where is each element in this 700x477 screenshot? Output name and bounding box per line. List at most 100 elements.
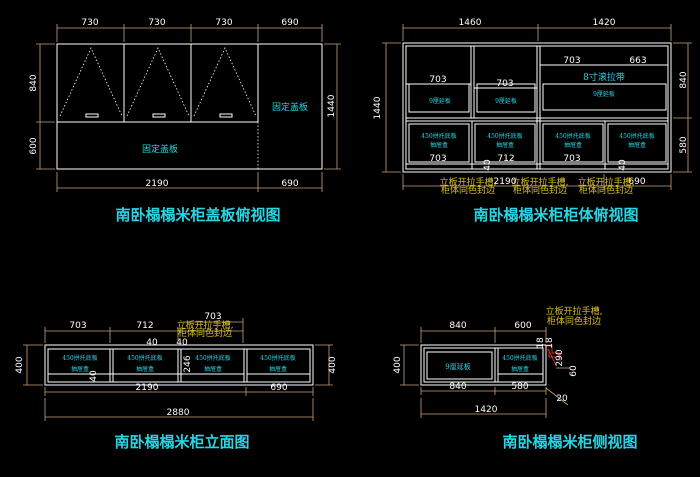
panel-label: 450拼托底板 [502,354,537,362]
label-fixed-cover-bottom: 固定盖板 [142,143,178,155]
small-dim: 246 [183,355,193,372]
note: 立板开拉手槽, [177,319,234,331]
elevation-outline [44,344,314,386]
panel-label: 抽屉盒 [269,365,287,373]
panel-label: 450拼托底板 [555,132,590,140]
panel-label: 抽屉盒 [204,365,222,373]
dim-label: 580 [679,136,689,153]
panel-label: 抽屉盒 [628,141,646,149]
panel-label: 450拼托底板 [619,132,654,140]
panel-label: 抽屉盒 [430,141,448,149]
small-dim: 18 [536,337,546,349]
small-dim: 20 [556,394,568,404]
cabinet-outline [402,42,672,173]
note: 立板开拉手槽, [578,176,635,188]
panel-label: 450拼托底板 [195,354,230,362]
handle-icon [219,113,233,118]
inner-dim: 663 [629,56,646,66]
drawer-box [408,123,470,163]
panel-label: 9厘延板 [445,362,470,371]
view-title: 南卧榻榻米柜侧视图 [502,433,637,451]
handle-icon [152,113,166,118]
inner-dim: 703 [563,154,580,164]
panel-label: 抽屉盒 [71,365,89,373]
dim-label: 730 [81,18,98,28]
dim-label: 1420 [475,405,498,415]
dim-label: 690 [628,177,645,187]
leader-line [545,387,569,406]
small-dim: 18 [545,337,555,349]
panel-label: 450拼托底板 [487,132,522,140]
board-box [542,83,667,111]
handle-icon [85,113,99,118]
top-left-view: 730 730 730 690 2190 690 840 600 1440 固定… [29,18,341,224]
dim-label: 1440 [373,96,383,119]
note: 立板开拉手槽, [512,176,569,188]
note: 柜体同色封边 [513,184,567,196]
dim-label: 600 [29,137,39,154]
dim-label: 600 [514,321,531,331]
dim-label: 703 [204,312,221,322]
note: 柜体同色封边 [579,184,633,196]
dim-label: 400 [393,356,403,373]
small-dim: 40 [146,338,158,348]
note: 柜体同色封边 [178,327,232,339]
dim-label: 2880 [167,408,190,418]
drawer-box [474,123,536,163]
note: 立板开拉手槽, [546,305,603,317]
inner-dim: 703 [429,75,446,85]
panel-label: 450拼托底板 [260,354,295,362]
dim-label: 1460 [459,18,482,28]
drawer-box [607,123,667,163]
panel-label: 抽屉盒 [511,365,529,373]
panel-label: 9厘延板 [495,97,517,105]
dim-label: 400 [328,356,338,373]
view-title: 南卧榻榻米柜盖板俯视图 [115,206,280,224]
panel-label: 9厘延板 [429,97,451,105]
dim-label: 690 [270,383,287,393]
panel-label: 450拼托底板 [62,354,97,362]
inner-dim: 703 [563,56,580,66]
drawer-box [542,123,604,163]
inner-dim: 703 [429,154,446,164]
dim-label: 2190 [494,177,517,187]
view-title: 南卧榻榻米柜柜体俯视图 [473,206,638,224]
dim-label: 703 [69,321,86,331]
dim-label: 840 [449,382,466,392]
handle-slot-detail [546,344,561,362]
note: 立板开拉手槽, [440,176,497,188]
small-dim: 40 [89,370,99,382]
panel-label: 450拼托底板 [127,354,162,362]
panel-label: 抽屉盒 [496,141,514,149]
dim-label: 840 [449,321,466,331]
dim-label: 712 [136,321,153,331]
dim-label: 400 [15,356,25,373]
panel-label: 8寸滚拉带 [583,71,625,83]
small-dim: 40 [176,338,188,348]
small-dim: 290 [555,349,565,366]
lift-triangle [126,47,190,117]
note: 柜体同色封边 [547,315,601,327]
note: 柜体同色封边 [441,184,495,196]
lift-triangle [193,47,257,117]
label-fixed-cover-right: 固定盖板 [272,101,308,113]
dim-label: 840 [29,74,39,91]
bottom-left-view: 450拼托底板 抽屉盒 450拼托底板 抽屉盒 450拼托底板 抽屉盒 450拼… [15,312,338,451]
cover-outline [56,43,323,170]
dim-label: 1440 [327,94,337,117]
inner-dim: 712 [497,154,514,164]
panel-label: 450拼托底板 [421,132,456,140]
side-outline [420,344,547,386]
panel-label: 抽屉盒 [564,141,582,149]
inner-dim: 40 [618,159,628,171]
inner-dim: 703 [496,79,513,89]
dim-label: 730 [215,18,232,28]
lift-triangle [59,47,123,117]
dim-label: 580 [511,382,528,392]
top-right-view: 703 703 703 663 703 712 703 40 40 9厘延板 9… [373,18,692,224]
dim-label: 690 [281,179,298,189]
board-box [426,351,493,380]
dim-label: 730 [148,18,165,28]
small-dim: 60 [569,365,579,377]
panel-label: 抽屉盒 [136,365,154,373]
